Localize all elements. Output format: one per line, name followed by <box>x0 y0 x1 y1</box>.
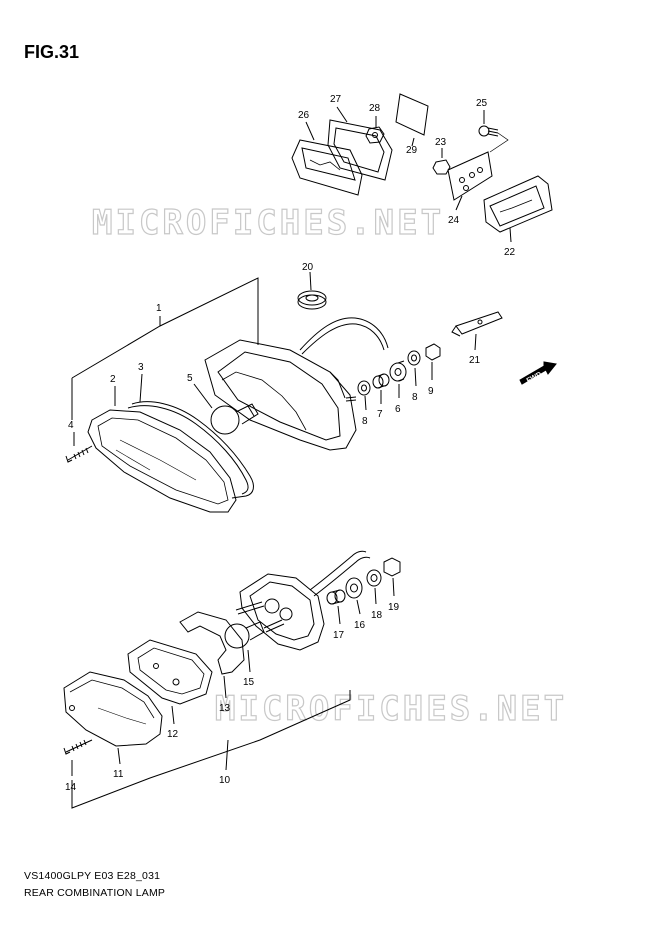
part-7-spacer <box>372 373 390 389</box>
part-8-washer <box>357 380 371 396</box>
part-8-washer-2 <box>407 350 421 366</box>
part-21-clamp <box>451 311 503 337</box>
callout-28: 28 <box>369 103 381 114</box>
part-17-spacer <box>326 589 346 605</box>
part-27-gasket <box>327 119 393 181</box>
part-16-17-lamp-housing <box>235 550 371 651</box>
part-9-nut <box>425 343 441 361</box>
callout-5: 5 <box>187 373 193 384</box>
part-28-nut <box>365 126 385 144</box>
callout-7: 7 <box>377 409 383 420</box>
watermark-bottom: MICROFICHES.NET <box>215 689 567 729</box>
callout-19: 19 <box>388 602 400 613</box>
model-code: VS1400GLPY E03 E28_031 <box>24 870 161 882</box>
callout-11: 11 <box>113 769 124 780</box>
part-20-grommet <box>297 290 327 310</box>
callout-23: 23 <box>435 137 447 148</box>
callout-labels: 1 2 3 4 5 6 7 8 8 9 10 11 12 13 14 15 16… <box>65 94 516 793</box>
callout-25: 25 <box>476 98 488 109</box>
callout-6: 6 <box>395 404 401 415</box>
callout-24: 24 <box>448 215 460 226</box>
callout-26: 26 <box>298 110 310 121</box>
callout-8a: 8 <box>362 416 368 427</box>
part-26-license-lamp-lens <box>291 139 363 196</box>
part-14-screw <box>63 739 93 755</box>
fwd-label: FWD <box>526 371 543 385</box>
part-11-lens <box>63 671 163 747</box>
callout-15: 15 <box>243 677 255 688</box>
part-18-washer <box>366 569 382 587</box>
part-6-cushion <box>389 360 407 382</box>
part-25-bolt <box>478 125 499 137</box>
figure-title: FIG.31 <box>24 42 80 62</box>
callout-20: 20 <box>302 262 314 273</box>
callout-2: 2 <box>110 374 116 385</box>
callout-18: 18 <box>371 610 383 621</box>
part-24-bracket <box>447 151 493 201</box>
callout-17: 17 <box>333 630 345 641</box>
callout-1: 1 <box>156 303 162 314</box>
part-29-plate <box>395 93 429 136</box>
callout-13: 13 <box>219 703 231 714</box>
callout-10-bracket <box>71 690 351 809</box>
part-4-screw <box>65 445 93 463</box>
part-13-gasket <box>179 611 245 675</box>
callout-3: 3 <box>138 362 144 373</box>
callout-4: 4 <box>68 420 74 431</box>
watermark-top: MICROFICHES.NET <box>92 203 444 243</box>
part-12-bracket <box>127 639 213 705</box>
callout-1-bracket <box>71 277 259 379</box>
callout-29: 29 <box>406 145 418 156</box>
callout-8b: 8 <box>412 392 418 403</box>
callout-14: 14 <box>65 782 77 793</box>
part-15-bulb <box>224 621 265 649</box>
part-3-gasket <box>127 401 254 499</box>
callout-27: 27 <box>330 94 342 105</box>
callout-21: 21 <box>469 355 481 366</box>
fwd-arrow-icon <box>519 361 557 385</box>
part-16-cushion <box>345 577 363 599</box>
callout-22: 22 <box>504 247 516 258</box>
callout-16: 16 <box>354 620 366 631</box>
part-5-bulb <box>210 403 259 435</box>
part-22-license-lamp <box>483 175 553 233</box>
part-1-lamp-housing <box>204 317 389 451</box>
callout-10: 10 <box>219 775 231 786</box>
callout-12: 12 <box>167 729 179 740</box>
part-23-nut <box>432 159 451 175</box>
part-2-tail-lens <box>87 409 237 513</box>
part-19-nut <box>383 557 401 577</box>
callout-9: 9 <box>428 386 434 397</box>
figure-caption: REAR COMBINATION LAMP <box>24 887 166 899</box>
